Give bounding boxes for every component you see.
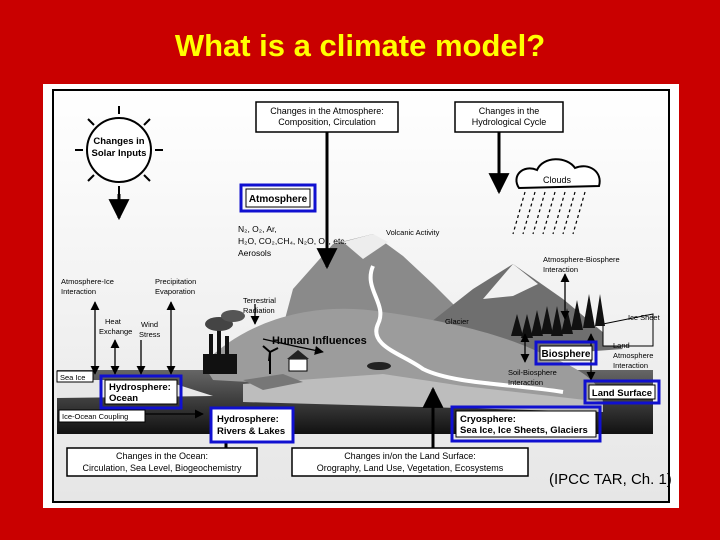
component-cryosphere: Cryosphere: Sea Ice, Ice Sheets, Glacier… [450,405,602,443]
source-credit: (IPCC TAR, Ch. 1) [549,471,672,488]
human-influences-label: Human Influences [272,335,367,347]
land-surface-label: Land Surface [592,388,652,399]
atmosphere-label: Atmosphere [249,194,308,205]
land-atm-line-1: Land- [613,341,633,350]
ice-ocean-box [58,409,146,423]
house-shape [287,350,309,372]
hydrosphere-rivers-line-2: Rivers & Lakes [217,426,285,437]
biosphere-label: Biosphere [542,349,591,360]
volcano-snow [343,234,388,259]
gases-line-1: N₂, O₂, Ar, [238,224,277,234]
hydrosphere-rivers-line-1: Hydrosphere: [217,414,279,425]
land-atm-line-2: Atmosphere [613,351,653,360]
cryosphere-line-1: Cryosphere: [460,414,516,425]
component-hydrosphere-ocean: Hydrosphere: Ocean [99,374,183,410]
hydrosphere-ocean-line-2: Ocean [109,393,138,404]
rain-icon [512,191,586,235]
mountain-snow [483,264,538,299]
fields-shape [243,374,303,390]
cryosphere-line-2: Sea Ice, Ice Sheets, Glaciers [460,425,588,436]
gases-line-3: Aerosols [238,248,271,258]
component-hydrosphere-rivers: Hydrosphere: Rivers & Lakes [209,406,295,444]
hydrological-changes-line-1: Changes in the [479,106,540,116]
atm-ice-line-2: Interaction [61,287,96,296]
precip-line-1: Precipitation [155,277,196,286]
ice-sheet-shape [602,313,654,347]
atmosphere-changes-line-1: Changes in the Atmosphere: [270,106,384,116]
car-shape [367,362,391,370]
factory-shape [203,310,245,374]
component-land-surface: Land Surface [583,379,661,405]
land-changes-box [291,447,529,477]
ice-ocean-label: Ice-Ocean Coupling [62,412,128,421]
solar-label-1: Changes in [93,136,144,147]
wind-line-2: Stress [139,330,161,339]
river-shape [368,265,564,394]
volcanic-label: Volcanic Activity [386,228,440,237]
ocean-changes-line-2: Circulation, Sea Level, Biogeochemistry [82,463,242,473]
atmosphere-changes-box [255,101,399,133]
windmill-shape [262,345,279,374]
cloud-icon [515,158,601,190]
ocean-changes-line-1: Changes in the Ocean: [116,451,208,461]
wind-line-1: Wind [141,320,158,329]
atm-bio-line-1: Atmosphere-Biosphere [543,255,620,264]
climate-system-diagram: Changes in Solar Inputs Clouds Changes i… [52,89,670,503]
ocean-changes-box [66,447,258,477]
component-atmosphere: Atmosphere [239,183,317,213]
sea-ice-box [56,370,94,383]
solar-label-2: Solar Inputs [92,148,147,159]
hydrological-changes-line-2: Hydrological Cycle [472,117,547,127]
ice-sheet-label: Ice Sheet [628,313,661,322]
slide-title: What is a climate model? [174,28,546,63]
terrestrial-line-2: Radiation [243,306,275,315]
diagram-panel: Changes in Solar Inputs Clouds Changes i… [43,84,679,508]
soil-bio-line-2: Interaction [508,378,543,387]
land-changes-line-1: Changes in/on the Land Surface: [344,451,476,461]
heat-line-2: Exchange [99,327,132,336]
gases-line-2: H₂O, CO₂,CH₄, N₂O, O₃, etc. [238,236,347,246]
sun-icon [75,106,163,194]
terrestrial-line-1: Terrestrial [243,296,276,305]
hydrosphere-ocean-line-1: Hydrosphere: [109,382,171,393]
precip-line-2: Evaporation [155,287,195,296]
atm-bio-line-2: Interaction [543,265,578,274]
glacier-label: Glacier [445,317,469,326]
component-biosphere: Biosphere [534,340,598,366]
heat-line-1: Heat [105,317,122,326]
atmosphere-changes-line-2: Composition, Circulation [278,117,376,127]
clouds-label: Clouds [543,175,572,185]
sea-ice-label: Sea Ice [60,373,85,382]
hydrological-changes-box [454,101,564,133]
atm-ice-line-1: Atmosphere-Ice [61,277,114,286]
land-changes-line-2: Orography, Land Use, Vegetation, Ecosyst… [317,463,504,473]
land-atm-line-3: Interaction [613,361,648,370]
forest-shape [511,294,605,338]
landscape [57,234,654,434]
soil-bio-line-1: Soil-Biosphere [508,368,557,377]
